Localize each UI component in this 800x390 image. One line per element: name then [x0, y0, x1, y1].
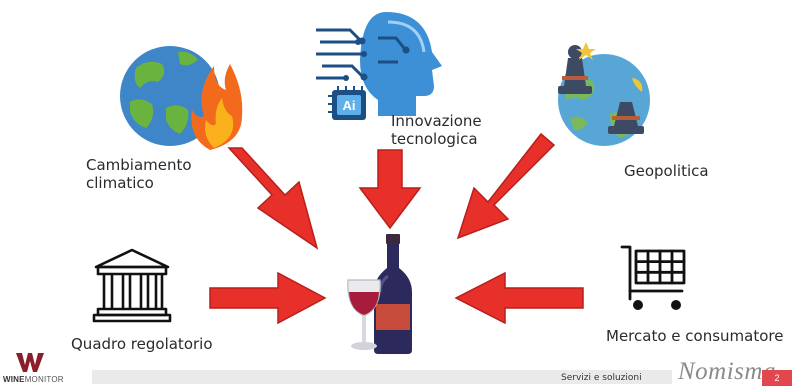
label-climate: Cambiamento climatico [86, 156, 192, 192]
label-tech-line1: Innovazione [391, 112, 482, 130]
svg-text:Ai: Ai [343, 98, 356, 113]
globe-geopolitics-icon [558, 42, 650, 146]
arrow-tech [358, 149, 422, 230]
label-regulatory: Quadro regolatorio [71, 335, 213, 353]
arrow-market [454, 271, 584, 325]
wine-bottle-glass-icon [347, 234, 412, 354]
ai-head-icon: Ai [316, 12, 442, 120]
label-tech-line2: tecnologica [391, 130, 478, 148]
footer-services-text: Servizi e soluzioni [561, 373, 642, 383]
label-tech: Innovazione tecnologica [391, 112, 482, 148]
arrow-geo [456, 132, 556, 240]
page-number-badge: 2 [762, 370, 792, 386]
label-market: Mercato e consumatore [606, 327, 784, 345]
arrow-regulatory [209, 271, 327, 325]
shopping-cart-icon [620, 245, 686, 310]
bank-building-icon [92, 248, 172, 323]
earth-on-fire-icon [120, 46, 243, 150]
label-climate-line1: Cambiamento [86, 156, 192, 174]
label-geo: Geopolitica [624, 162, 709, 180]
nomisma-logo: Nomisma [678, 358, 776, 385]
label-climate-line2: climatico [86, 174, 154, 192]
winemonitor-logo-text: WINEMONITOR [3, 375, 64, 384]
winemonitor-logo-icon [16, 353, 44, 372]
footer-bar [92, 370, 672, 384]
arrow-climate [227, 147, 319, 250]
